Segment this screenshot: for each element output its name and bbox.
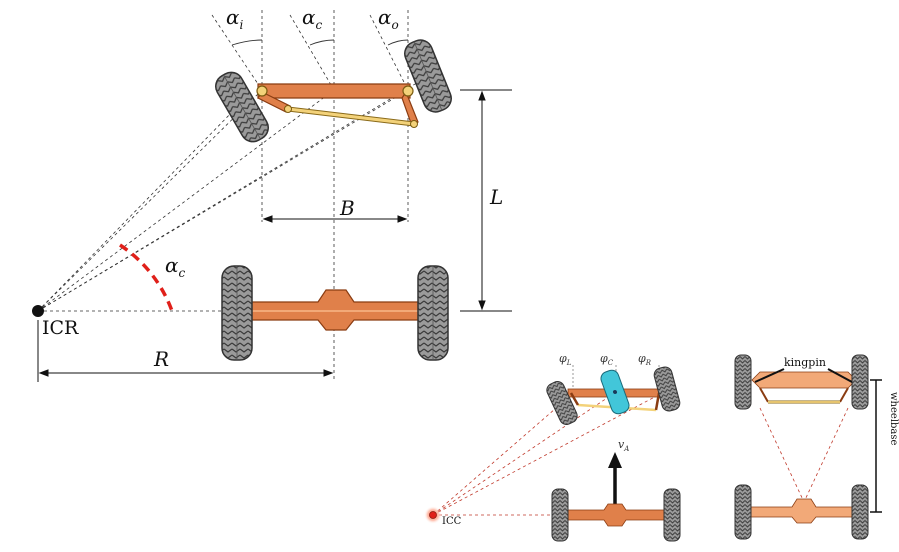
velocity-arrow — [608, 452, 622, 508]
inset-left-center-tire — [600, 369, 630, 415]
rear-right-tire — [417, 265, 449, 361]
alpha-c-arc — [119, 243, 174, 312]
rear-left-tire — [221, 265, 253, 361]
inset-right-rays — [759, 407, 849, 503]
icc-label: ICC — [442, 516, 462, 527]
rear-axle — [249, 289, 423, 331]
angle-inner-label: αi — [226, 5, 244, 32]
wheel-direction-lines — [211, 14, 409, 91]
inset-right-diagram: kingpin wheelbase — [734, 354, 899, 540]
radius-dimension — [37, 320, 334, 382]
inset-right-rear-left-tire — [734, 484, 752, 540]
icr-rays — [37, 74, 431, 312]
wheelbase-label: L — [489, 185, 503, 209]
front-left-tire — [215, 71, 269, 143]
icc-point — [429, 511, 437, 519]
radius-label: R — [153, 347, 169, 371]
inset-right-rear-right-tire — [851, 484, 869, 540]
inset-right-front-left-tire — [734, 354, 752, 410]
track-width-dimension — [262, 215, 408, 223]
kingpin-label: kingpin — [784, 356, 826, 369]
front-axle-linkage — [256, 83, 419, 128]
inset-left-rear-axle — [564, 503, 668, 527]
angle-center-label: αc — [302, 5, 323, 32]
inset-left-rear-right-tire — [663, 488, 681, 542]
icr-point — [32, 305, 44, 317]
angle-outer-label: αo — [378, 5, 399, 32]
inset-right-front-linkage — [751, 371, 857, 404]
phi-center-label: φC — [600, 352, 614, 367]
wheelbase-dimension — [460, 89, 512, 312]
main-diagram: αi αc αo B — [32, 5, 512, 382]
phi-right-label: φR — [638, 352, 652, 367]
track-width-label: B — [339, 196, 355, 220]
inset-right-wheelbase-bracket — [870, 379, 882, 513]
angle-arcs-top — [231, 39, 409, 46]
inset-right-rear-axle — [749, 498, 858, 524]
inset-right-front-right-tire — [851, 354, 869, 410]
velocity-label: vA — [618, 438, 629, 453]
inset-left-diagram: φL φC φR vA — [424, 352, 681, 542]
icr-label: ICR — [42, 317, 79, 339]
inset-left-front-left-tire — [546, 381, 578, 425]
inset-left-front-right-tire — [653, 366, 681, 412]
inset-left-rear-left-tire — [551, 488, 569, 542]
front-right-tire — [404, 39, 452, 113]
phi-left-label: φL — [559, 352, 572, 367]
icc-rays — [432, 391, 665, 516]
kingpin-pointers — [754, 368, 853, 383]
inset-right-wheelbase-label: wheelbase — [888, 392, 899, 446]
arc-angle-label: αc — [165, 253, 186, 280]
